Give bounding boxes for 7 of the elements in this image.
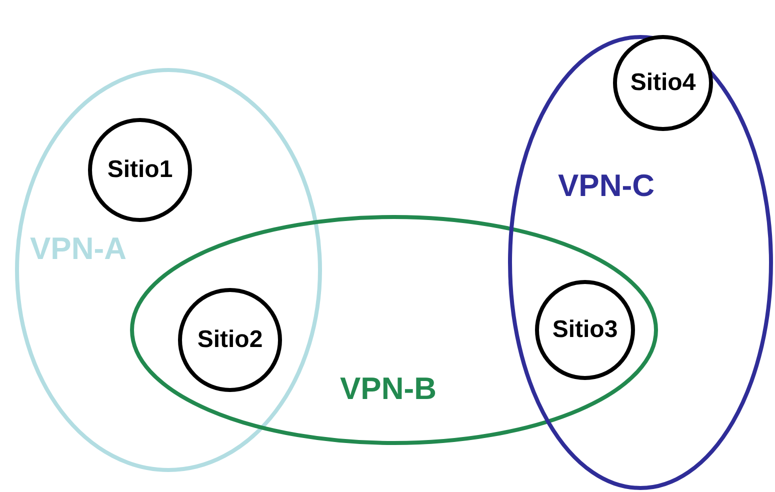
group-label: VPN-C [558, 170, 654, 201]
site-label: Sitio2 [197, 328, 263, 352]
group-label: VPN-B [340, 373, 436, 404]
site-label: Sitio4 [630, 71, 696, 95]
site-label: Sitio3 [552, 318, 618, 342]
site-label: Sitio1 [107, 158, 173, 182]
group-label: VPN-A [30, 233, 126, 264]
